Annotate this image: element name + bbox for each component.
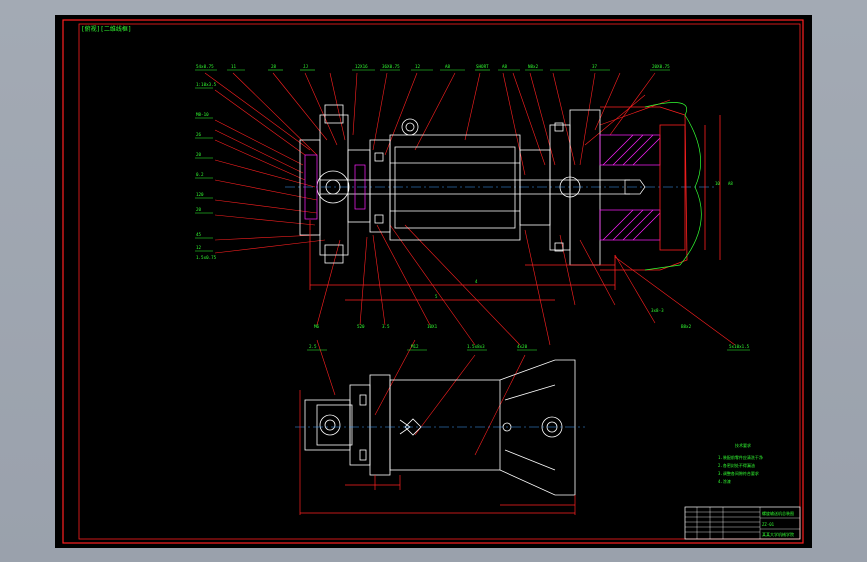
labels-top: 54x0.75 11 28 JJ 12X16 36X0.75 12 A8 SHO… [196, 64, 670, 69]
label-left-9: 1.5x0.75 [196, 255, 217, 260]
company-name: 某某大学机械学院 [762, 531, 794, 537]
leader-lines [204, 72, 736, 456]
label-bottom-3: 10X1 [427, 324, 438, 329]
dim-0: 4 [475, 279, 478, 284]
section-view: 4 5 10 A8 [285, 102, 733, 301]
terrain-outline [644, 102, 702, 271]
label-top-7: A8 [445, 64, 451, 69]
label-top-0: 54x0.75 [196, 64, 214, 69]
label-bottom-8: 5x10x1.5 [729, 344, 750, 349]
label-underlines [195, 69, 750, 351]
tech-notes: 技术要求 1.装配前零件应清洗干净 2.各密封处不得漏油 3.调整各间隙符合要求… [718, 442, 763, 484]
labels-bottom: M6 520 3.5 10X1 1.5x8x3 4x20 2.5 M12 5x1… [309, 308, 750, 349]
plan-view [295, 359, 585, 515]
label-bottom-2: 3.5 [382, 324, 390, 329]
border-frame [62, 19, 804, 544]
tech-note-3: 3.调整各间隙符合要求 [718, 470, 759, 476]
label-top-3: JJ [303, 64, 308, 69]
label-top-4: 12X16 [355, 64, 368, 69]
label-bottom-5: 4x20 [517, 344, 528, 349]
tech-note-2: 2.各密封处不得漏油 [718, 462, 755, 468]
tech-notes-heading: 技术要求 [735, 442, 751, 448]
label-bottom-9: 3x8-3 [651, 308, 664, 313]
label-left-6: 20 [196, 207, 202, 212]
label-left-4: 0.2 [196, 172, 204, 177]
label-top-8: SHORT [476, 64, 489, 69]
label-misc-0: B8x2 [681, 324, 692, 329]
label-left-7: 45 [196, 232, 202, 237]
label-top-6: 12 [415, 64, 421, 69]
label-top-11: 37 [592, 64, 598, 69]
dim-2: 10 [715, 181, 720, 186]
label-left-3: 20 [196, 152, 202, 157]
label-left-5: 120 [196, 192, 204, 197]
title-block: 螺旋输送机总装图 ZZ-01 某某大学机械学院 [684, 506, 801, 540]
label-left-8: 12 [196, 245, 202, 250]
label-bottom-0: M6 [314, 324, 320, 329]
dim-1: 5 [435, 294, 438, 299]
viewport-title[interactable]: [俯视][二维线框] [81, 25, 131, 33]
label-bottom-6: 2.5 [309, 344, 317, 349]
drawing-sheet[interactable]: [俯视][二维线框] [55, 15, 812, 548]
label-top-10: N8x2 [528, 64, 539, 69]
label-left-2: 26 [196, 132, 202, 137]
label-top-12: 20X0.75 [652, 64, 670, 69]
drawing-number: ZZ-01 [762, 522, 775, 527]
label-left-0: 1:10x3.5 [196, 82, 217, 87]
label-bottom-7: M12 [411, 344, 419, 349]
dim-3: A8 [728, 181, 733, 186]
label-bottom-4: 1.5x8x3 [467, 344, 485, 349]
label-top-9: A8 [502, 64, 508, 69]
drawing-name: 螺旋输送机总装图 [762, 510, 794, 516]
tech-note-4: 4.涂漆 [718, 478, 731, 484]
label-left-1: M8-10 [196, 112, 209, 117]
inner-frame [78, 23, 801, 540]
label-top-2: 28 [271, 64, 277, 69]
label-top-5: 36X0.75 [382, 64, 400, 69]
tech-note-1: 1.装配前零件应清洗干净 [718, 454, 763, 460]
labels-left: 1:10x3.5 M8-10 26 20 0.2 120 20 45 12 1.… [196, 82, 217, 260]
label-top-1: 11 [231, 64, 237, 69]
cad-drawing: [俯视][二维线框] [62, 19, 804, 544]
label-bottom-1: 520 [357, 324, 365, 329]
